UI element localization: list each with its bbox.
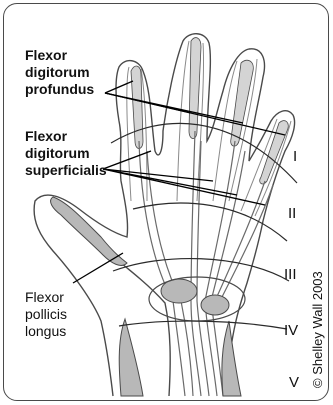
- label-fdp: Flexor digitorum profundus: [25, 47, 94, 98]
- label-fdp-line1: Flexor: [25, 47, 94, 64]
- zone-label-2: II: [288, 205, 296, 222]
- label-fdp-line2: digitorum: [25, 64, 94, 81]
- label-fds-line1: Flexor: [25, 128, 107, 145]
- zone-label-4: IV: [284, 322, 298, 339]
- illustration-frame: Flexor digitorum profundus Flexor digito…: [3, 3, 329, 401]
- label-fdp-line3: profundus: [25, 81, 94, 98]
- zone-label-5: V: [289, 374, 299, 391]
- label-fds-line2: digitorum: [25, 145, 107, 162]
- label-fds: Flexor digitorum superficialis: [25, 128, 107, 179]
- label-fpl-line2: pollicis: [25, 306, 67, 323]
- copyright-credit: © Shelley Wall 2003: [310, 271, 325, 388]
- zone-label-1: I: [293, 148, 297, 165]
- label-fpl-line1: Flexor: [25, 289, 67, 306]
- label-fds-line3: superficialis: [25, 162, 107, 179]
- label-fpl: Flexor pollicis longus: [25, 289, 67, 340]
- label-fpl-line3: longus: [25, 323, 67, 340]
- zone-label-3: III: [284, 266, 297, 283]
